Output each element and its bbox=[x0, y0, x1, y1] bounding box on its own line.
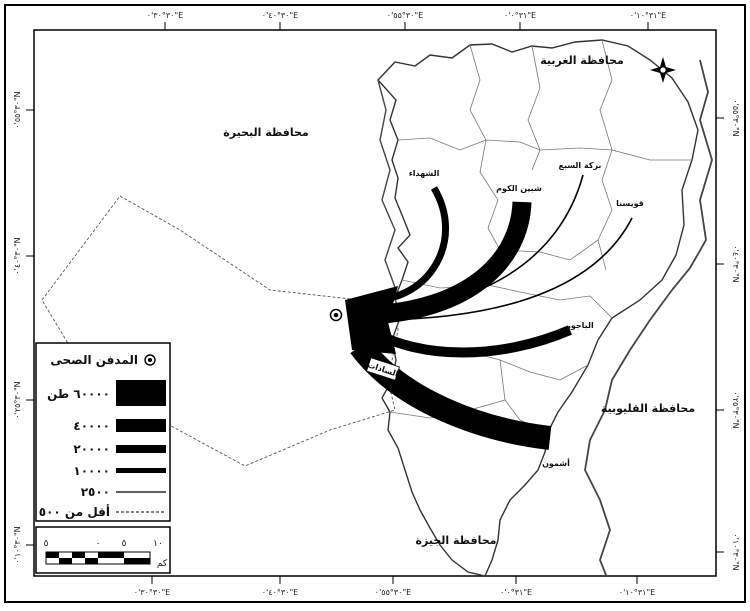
label-gharbia: محافظة الغربية bbox=[540, 54, 624, 67]
legend-20000-label: ٢٠٠٠٠ bbox=[73, 442, 110, 456]
coord-left-2: ٣٠°٤٠'٠"N bbox=[13, 237, 22, 274]
coord-top-3: ٣٠°٥٥'٠"E bbox=[387, 11, 423, 20]
coord-left-3: ٣٠°٢٥'٠"N bbox=[13, 381, 22, 418]
label-giza: محافظة الجيزة bbox=[416, 534, 497, 547]
graticule-ticks bbox=[26, 22, 724, 584]
sadat-district-boundary bbox=[41, 195, 399, 467]
flow-shebin bbox=[369, 201, 532, 325]
label-beheira: محافظة البحيرة bbox=[223, 126, 308, 139]
legend-less500-label: أقل من ٥٠٠ bbox=[39, 504, 110, 519]
flow-bagour bbox=[367, 325, 572, 358]
governorate-boundary bbox=[377, 39, 699, 576]
legend-20000-symbol bbox=[116, 445, 166, 453]
flow-berket bbox=[369, 174, 584, 311]
legend-10000-symbol bbox=[116, 468, 166, 473]
legend-40000-label: ٤٠٠٠٠ bbox=[73, 419, 110, 433]
place-labels: محافظة الغربية محافظة البحيرة محافظة الق… bbox=[223, 54, 695, 547]
landfill-marker-dot bbox=[333, 312, 339, 318]
coord-right-1: ٣٠°٥٥'٠"N bbox=[731, 99, 740, 136]
coord-labels-top: ٣٠°٣٠'٠"E ٣٠°٤٠'٠"E ٣٠°٥٥'٠"E ٣١°٠'٠"E ٣… bbox=[147, 11, 666, 20]
west-branch-river bbox=[377, 79, 397, 291]
coord-right-2: ٣٠°٤٠'٠"N bbox=[731, 245, 740, 282]
coord-top-4: ٣١°٠'٠"E bbox=[504, 11, 536, 20]
legend-2500-label: ٢٥٠٠ bbox=[81, 485, 110, 499]
coord-left-4: ٣٠°١٠'٠"N bbox=[13, 526, 22, 563]
coord-left-1: ٣٠°٥٥'٠"N bbox=[13, 91, 22, 128]
label-shebin: شبين الكوم bbox=[496, 184, 542, 193]
scale-tick-4: ١٠ bbox=[153, 539, 163, 549]
coord-top-5: ٣١°١٠'٠"E bbox=[630, 11, 666, 20]
coord-labels-left: ٣٠°٥٥'٠"N ٣٠°٤٠'٠"N ٣٠°٢٥'٠"N ٣٠°١٠'٠"N bbox=[13, 91, 22, 563]
arrowhead bbox=[345, 286, 398, 354]
coord-right-3: ٣٠°٢٥'٠"N bbox=[731, 391, 740, 428]
nile-river bbox=[584, 59, 713, 576]
label-bagour: الباجور bbox=[565, 321, 594, 330]
scale-tick-3: ٥ bbox=[122, 539, 127, 549]
legend-60000-label: ٦٠٠٠٠ طن bbox=[47, 387, 110, 401]
flow-quesna bbox=[369, 217, 633, 321]
flow-shohada bbox=[371, 186, 449, 304]
label-qalyubia: محافظة القليوبية bbox=[601, 402, 695, 415]
coord-labels-right: ٣٠°٥٥'٠"N ٣٠°٤٠'٠"N ٣٠°٢٥'٠"N ٣٠°١٠'٠"N bbox=[731, 99, 740, 570]
outer-frame bbox=[4, 4, 746, 603]
coord-top-1: ٣٠°٣٠'٠"E bbox=[147, 11, 183, 20]
map-frame bbox=[33, 29, 717, 577]
coord-bottom-5: ٣١°١٠'٠"E bbox=[619, 588, 655, 597]
label-berket: بركة السبع bbox=[559, 161, 602, 170]
legend-landfill-label: المدفن الصحى bbox=[50, 353, 138, 367]
coord-labels-bottom: ٣٠°٣٠'٠"E ٣٠°٤٠'٠"E ٣٠°٥٥'٠"E ٣١°٠'٠"E ٣… bbox=[134, 588, 655, 597]
legend-box: المدفن الصحى ٦٠٠٠٠ طن ٤٠٠٠٠ ٢٠٠٠٠ ١٠٠٠٠ … bbox=[35, 342, 171, 522]
label-ashmoun: أشمون bbox=[542, 458, 570, 468]
coord-bottom-4: ٣١°٠'٠"E bbox=[500, 588, 532, 597]
label-quesna: قويسنا bbox=[616, 199, 644, 208]
label-shohada: الشهداء bbox=[409, 169, 440, 178]
legend-60000-symbol bbox=[116, 380, 166, 406]
coord-top-2: ٣٠°٤٠'٠"E bbox=[262, 11, 298, 20]
scale-tick-2: ٠ bbox=[96, 539, 101, 549]
coord-bottom-3: ٣٠°٥٥'٠"E bbox=[375, 588, 411, 597]
scale-tick-1: ٥ bbox=[44, 539, 49, 549]
legend-10000-label: ١٠٠٠٠ bbox=[73, 464, 110, 478]
north-arrow-icon bbox=[650, 57, 676, 83]
legend-40000-symbol bbox=[116, 419, 166, 432]
coord-right-4: ٣٠°١٠'٠"N bbox=[731, 533, 740, 570]
scale-bar: ٥ ٠ ٥ ١٠ كم bbox=[35, 526, 171, 574]
coord-bottom-1: ٣٠°٣٠'٠"E bbox=[134, 588, 170, 597]
coord-bottom-2: ٣٠°٤٠'٠"E bbox=[262, 588, 298, 597]
district-boundaries bbox=[389, 39, 692, 433]
scale-unit: كم bbox=[157, 559, 168, 569]
